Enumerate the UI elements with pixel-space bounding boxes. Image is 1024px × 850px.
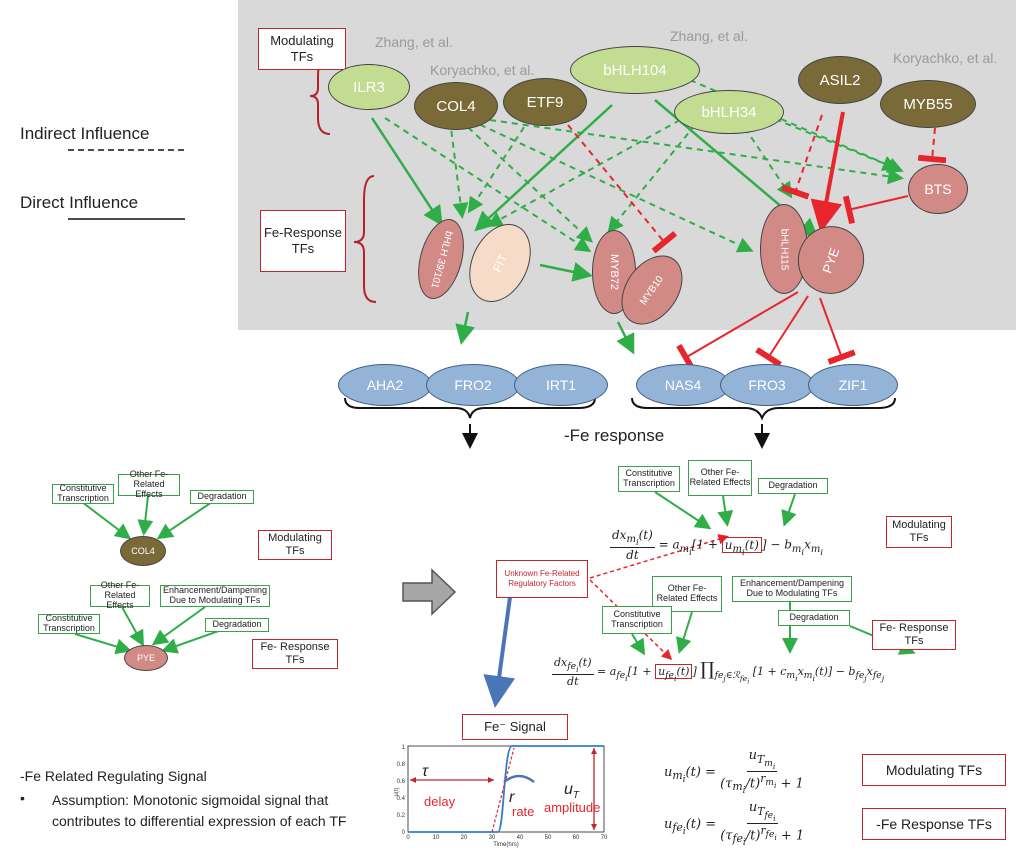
node-bhlh104: bHLH104 xyxy=(570,46,700,94)
bottom-modulating-box: Modulating TFs xyxy=(862,754,1006,786)
svg-text:0: 0 xyxy=(406,835,410,841)
svg-text:0.6: 0.6 xyxy=(397,779,406,785)
signal-heading: -Fe Related Regulating Signal xyxy=(20,768,207,784)
signal-title-box: Fe⁻ Signal xyxy=(462,714,568,740)
eq-constitutive-1: Constitutive Transcription xyxy=(618,466,680,492)
signal-plot: 0 0.2 0.4 0.6 0.8 1 0 10 20 30 40 50 60 … xyxy=(394,745,608,848)
small-constitutive-col4: Constitutive Transcription xyxy=(52,483,114,504)
node-etf9: ETF9 xyxy=(503,78,587,126)
small-other-effects-pye: Other Fe-Related Effects xyxy=(90,580,150,610)
node-col4: COL4 xyxy=(414,82,498,130)
svg-text:1: 1 xyxy=(402,745,406,751)
equation-u-fe: ufei(t) = uTfei(τfei/t)rfei + 1 xyxy=(664,800,805,849)
svg-text:0: 0 xyxy=(402,830,406,836)
small-node-pye: PYE xyxy=(124,645,168,671)
modulating-tfs-box: Modulating TFs xyxy=(258,28,346,70)
svg-text:10: 10 xyxy=(433,835,440,841)
eq-unknown-factors-box: Unknown Fe-Related Regulatory Factors xyxy=(496,560,588,598)
bottom-fe-response-box: -Fe Response TFs xyxy=(862,808,1006,840)
node-bts: BTS xyxy=(908,164,968,214)
small-degradation-pye: Degradation xyxy=(205,618,269,632)
small-degradation-col4: Degradation xyxy=(190,490,254,504)
fe-response-label: -Fe response xyxy=(564,426,665,445)
eq-degradation-2: Degradation xyxy=(778,610,850,626)
signal-delay-label: delay xyxy=(424,794,456,809)
indirect-influence-label: Indirect Influence xyxy=(20,124,150,143)
small-constitutive-pye: Constitutive Transcription xyxy=(38,613,100,634)
eq-enhancement: Enhancement/Dampening Due to Modulating … xyxy=(732,576,852,602)
svg-text:0.8: 0.8 xyxy=(397,762,406,768)
eq-degradation-1: Degradation xyxy=(758,478,828,494)
gene-fro2: FRO2 xyxy=(426,364,520,406)
svg-text:60: 60 xyxy=(573,835,580,841)
equation-modulating: dxmi(t)dt = ami[1 + umi(t)] − bmixmi xyxy=(610,528,824,563)
eq-constitutive-2: Constitutive Transcription xyxy=(602,606,672,634)
equation-fe-response: dxfei(t)dt = afei[1 + ufei(t)] ∏fej∈ℛfei… xyxy=(552,656,885,689)
gene-zif1: ZIF1 xyxy=(808,364,898,406)
signal-rate-label: rate xyxy=(512,804,534,819)
svg-text:0.2: 0.2 xyxy=(397,813,406,819)
svg-text:τ: τ xyxy=(422,763,429,780)
svg-text:0.4: 0.4 xyxy=(397,796,406,802)
equation-u-modulating: umi(t) = uTmi(τmi/t)rmi + 1 xyxy=(664,748,804,797)
eq-modulating-box: Modulating TFs xyxy=(886,516,952,548)
node-ilr3: ILR3 xyxy=(328,64,410,110)
svg-text:r: r xyxy=(509,789,515,806)
node-bhlh34: bHLH34 xyxy=(674,90,784,134)
direct-influence-label: Direct Influence xyxy=(20,193,139,212)
gene-aha2: AHA2 xyxy=(338,364,432,406)
small-enhancement-pye: Enhancement/Dampening Due to Modulating … xyxy=(160,585,270,607)
eq-fe-response-box: Fe- Response TFs xyxy=(872,620,956,650)
fe-response-tfs-box: Fe-Response TFs xyxy=(260,210,346,272)
signal-amplitude-label: amplitude xyxy=(544,800,600,815)
small-modulating-box: Modulating TFs xyxy=(258,530,332,560)
bullet-marker: • xyxy=(20,790,25,806)
svg-text:30: 30 xyxy=(489,835,496,841)
svg-text:40: 40 xyxy=(517,835,524,841)
citation-zhang-right: Zhang, et al. xyxy=(670,28,748,44)
gene-irt1: IRT1 xyxy=(514,364,608,406)
node-asil2: ASIL2 xyxy=(798,56,882,104)
small-node-col4: COL4 xyxy=(120,536,166,566)
small-other-effects-col4: Other Fe-Related Effects xyxy=(118,469,180,499)
citation-koryachko-mid: Koryachko, et al. xyxy=(430,62,535,78)
citation-zhang-left: Zhang, et al. xyxy=(375,34,453,50)
svg-text:Time(hrs): Time(hrs) xyxy=(493,842,518,848)
node-myb55: MYB55 xyxy=(880,80,976,128)
assumption-text: Assumption: Monotonic sigmoidal signal t… xyxy=(52,792,347,829)
svg-text:70: 70 xyxy=(601,835,608,841)
svg-text:u(t): u(t) xyxy=(394,787,400,796)
svg-text:50: 50 xyxy=(545,835,552,841)
small-fe-response-box: Fe- Response TFs xyxy=(252,639,338,669)
eq-other-effects-1: Other Fe-Related Effects xyxy=(688,460,752,496)
gene-nas4: NAS4 xyxy=(636,364,730,406)
gene-fro3: FRO3 xyxy=(720,364,814,406)
citation-koryachko-right: Koryachko, et al. xyxy=(893,50,998,66)
svg-text:20: 20 xyxy=(461,835,468,841)
